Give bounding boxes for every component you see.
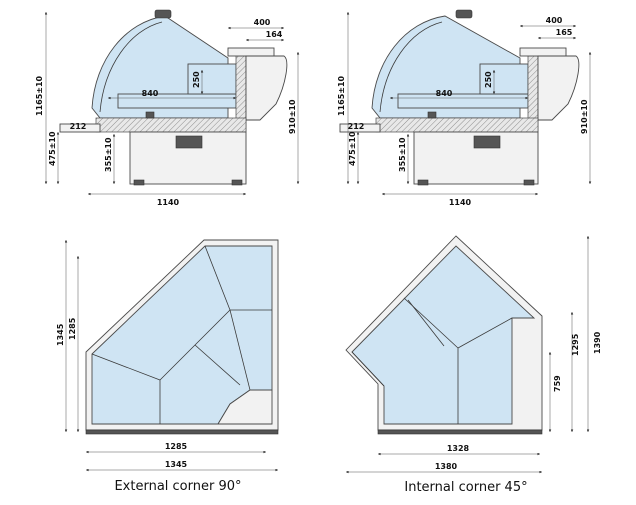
dim-depth-shelf: 164 bbox=[266, 30, 283, 39]
display-tray bbox=[397, 93, 529, 109]
foot-left bbox=[133, 179, 145, 186]
foot-right bbox=[523, 179, 535, 186]
dim-mid-height: 1295 bbox=[571, 333, 580, 356]
dim-counter-height: 910±10 bbox=[580, 99, 589, 134]
compressor bbox=[473, 135, 501, 149]
dim-counter-height: 910±10 bbox=[288, 99, 297, 134]
dim-display-depth: 840 bbox=[436, 89, 453, 98]
external-corner-plan: 1345 1285 1285 1345 External corner 90° bbox=[56, 239, 279, 494]
rear-panel bbox=[245, 55, 288, 121]
dim-width: 1140 bbox=[449, 198, 472, 207]
foot-right bbox=[231, 179, 243, 186]
dim-height-total: 1165±10 bbox=[337, 75, 346, 116]
dim-shelf-height: 250 bbox=[484, 71, 493, 88]
dim-inner-width: 1285 bbox=[165, 442, 188, 451]
dim-base-height: 475±10 bbox=[348, 131, 357, 166]
dim-depth-shelf: 165 bbox=[556, 28, 573, 37]
service-top bbox=[227, 47, 275, 57]
top-cap bbox=[455, 9, 473, 19]
display-tray bbox=[117, 93, 237, 109]
upper-shelf-glass bbox=[479, 63, 529, 95]
dim-outer-height: 1390 bbox=[593, 331, 602, 354]
dim-inner-height: 759 bbox=[553, 375, 562, 392]
dim-plinth-height: 355±10 bbox=[104, 137, 113, 172]
dim-base-height: 475±10 bbox=[48, 131, 57, 166]
drain bbox=[427, 111, 437, 119]
dim-outer-height: 1345 bbox=[56, 323, 65, 346]
rear-panel bbox=[537, 55, 580, 121]
dim-outer-width: 1380 bbox=[435, 462, 458, 471]
dim-depth-top: 400 bbox=[546, 16, 563, 25]
dim-height-total: 1165±10 bbox=[35, 75, 44, 116]
dim-inner-width: 1328 bbox=[447, 444, 470, 453]
drain bbox=[145, 111, 155, 119]
dim-inner-height: 1285 bbox=[68, 317, 77, 340]
dim-outer-width: 1345 bbox=[165, 460, 188, 469]
dim-front-ledge: 212 bbox=[70, 122, 87, 131]
front-ledge bbox=[339, 123, 381, 133]
side-section-right: 1165±10 475±10 355±10 910±10 1140 400 16… bbox=[337, 9, 592, 207]
internal-corner-plan: 1390 1295 759 1328 1380 Internal corner … bbox=[345, 235, 602, 495]
dim-plinth-height: 355±10 bbox=[398, 137, 407, 172]
caption-external-corner: External corner 90° bbox=[114, 479, 241, 494]
base-insulation bbox=[95, 117, 247, 133]
dim-width: 1140 bbox=[157, 198, 180, 207]
dim-front-ledge: 212 bbox=[348, 122, 365, 131]
foot-left bbox=[417, 179, 429, 186]
caption-internal-corner: Internal corner 45° bbox=[404, 480, 527, 495]
top-cap bbox=[154, 9, 172, 19]
dim-shelf-height: 250 bbox=[192, 71, 201, 88]
compressor bbox=[175, 135, 203, 149]
glass-top bbox=[351, 245, 536, 425]
dim-display-depth: 840 bbox=[142, 89, 159, 98]
service-top bbox=[519, 47, 567, 57]
front-ledge bbox=[59, 123, 101, 133]
corner-cutout bbox=[217, 389, 273, 425]
dim-depth-top: 400 bbox=[254, 18, 271, 27]
base-insulation bbox=[375, 117, 539, 133]
side-section-left: 1165±10 475±10 355±10 910±10 1140 400 16… bbox=[35, 9, 300, 207]
